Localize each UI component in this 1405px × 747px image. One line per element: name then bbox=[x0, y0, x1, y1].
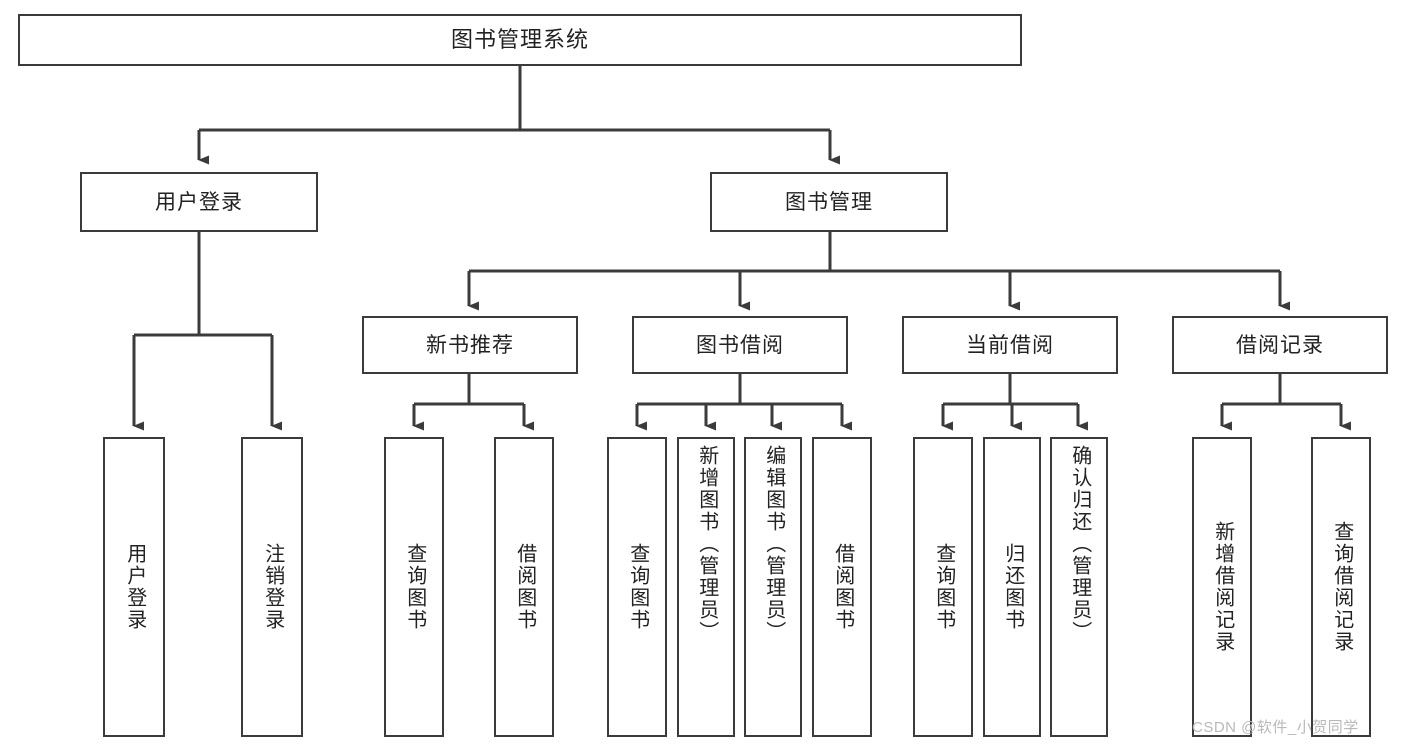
node-label: 借阅记录 bbox=[1236, 333, 1324, 357]
leaf-book-borrow-query[interactable]: 查询图书 bbox=[607, 437, 667, 737]
node-book-management[interactable]: 图书管理 bbox=[710, 172, 948, 232]
node-label: 借阅图书 bbox=[513, 543, 536, 631]
node-label: 编辑图书（管理员） bbox=[762, 445, 785, 643]
node-borrow-record[interactable]: 借阅记录 bbox=[1172, 316, 1388, 374]
leaf-new-book-borrow[interactable]: 借阅图书 bbox=[494, 437, 554, 737]
leaf-current-borrow-return[interactable]: 归还图书 bbox=[983, 437, 1041, 737]
leaf-current-borrow-query[interactable]: 查询图书 bbox=[913, 437, 973, 737]
leaf-borrow-record-query[interactable]: 查询借阅记录 bbox=[1311, 437, 1371, 737]
node-label: 图书借阅 bbox=[696, 333, 784, 357]
leaf-current-borrow-confirm-return[interactable]: 确认归还（管理员） bbox=[1050, 437, 1108, 737]
node-label: 图书管理系统 bbox=[450, 27, 589, 52]
node-root-system[interactable]: 图书管理系统 bbox=[18, 14, 1022, 66]
node-label: 新增图书（管理员） bbox=[695, 445, 718, 643]
node-label: 查询图书 bbox=[932, 543, 955, 631]
node-label: 当前借阅 bbox=[966, 333, 1054, 357]
node-current-borrow[interactable]: 当前借阅 bbox=[902, 316, 1118, 374]
node-user-login[interactable]: 用户登录 bbox=[80, 172, 318, 232]
node-label: 注销登录 bbox=[261, 543, 284, 631]
leaf-book-borrow-edit[interactable]: 编辑图书（管理员） bbox=[744, 437, 802, 737]
node-label: 借阅图书 bbox=[831, 543, 854, 631]
node-label: 图书管理 bbox=[785, 190, 873, 214]
node-label: 新增借阅记录 bbox=[1211, 521, 1234, 653]
node-label: 查询借阅记录 bbox=[1330, 521, 1353, 653]
leaf-user-login-logout[interactable]: 注销登录 bbox=[241, 437, 303, 737]
node-label: 用户登录 bbox=[123, 543, 146, 631]
node-label: 新书推荐 bbox=[426, 333, 514, 357]
node-label: 查询图书 bbox=[626, 543, 649, 631]
leaf-book-borrow-add[interactable]: 新增图书（管理员） bbox=[677, 437, 735, 737]
leaf-new-book-query[interactable]: 查询图书 bbox=[384, 437, 444, 737]
leaf-book-borrow-borrow[interactable]: 借阅图书 bbox=[812, 437, 872, 737]
node-label: 查询图书 bbox=[403, 543, 426, 631]
node-new-book-recommend[interactable]: 新书推荐 bbox=[362, 316, 578, 374]
node-book-borrow[interactable]: 图书借阅 bbox=[632, 316, 848, 374]
node-label: 用户登录 bbox=[155, 190, 243, 214]
node-label: 归还图书 bbox=[1001, 543, 1024, 631]
node-label: 确认归还（管理员） bbox=[1068, 445, 1091, 643]
leaf-user-login-login[interactable]: 用户登录 bbox=[103, 437, 165, 737]
leaf-borrow-record-add[interactable]: 新增借阅记录 bbox=[1192, 437, 1252, 737]
